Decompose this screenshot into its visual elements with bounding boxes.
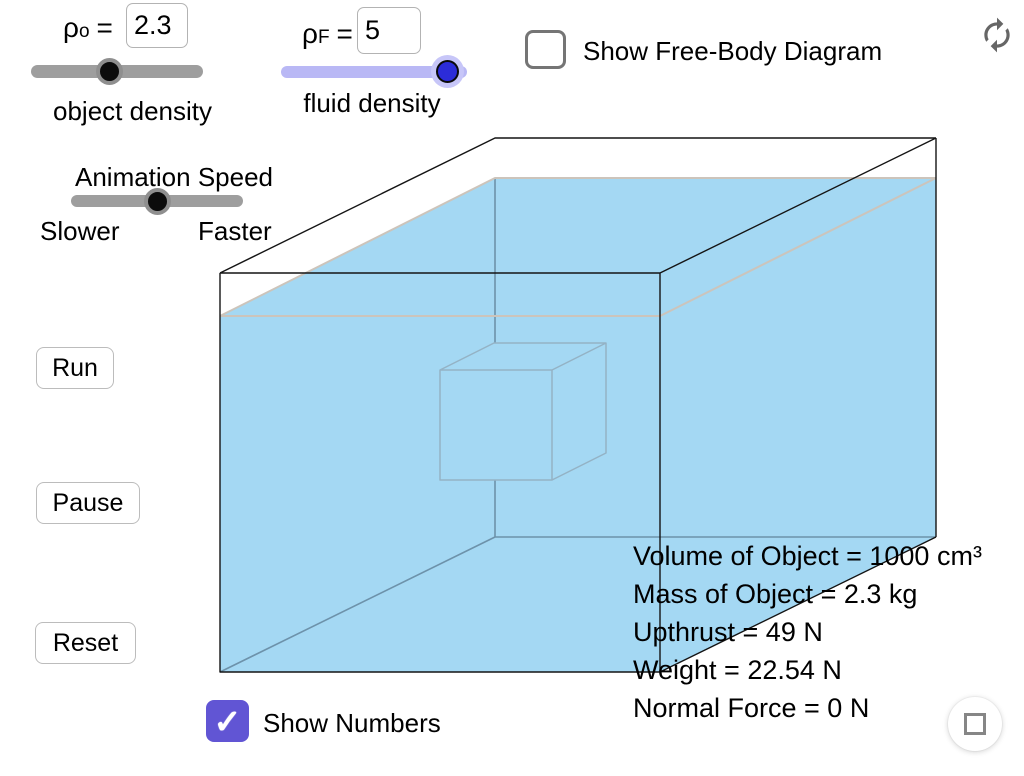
- cube-edges: [439, 342, 607, 481]
- cube-silhouette: [440, 343, 606, 480]
- water-surface-lines: [219, 177, 937, 317]
- readout-mass: Mass of Object = 2.3 kg: [633, 579, 918, 609]
- show-numbers-checkbox[interactable]: ✓: [206, 700, 249, 742]
- rho-symbol: ρ: [302, 18, 318, 49]
- equals-sign: =: [336, 18, 353, 49]
- faster-label: Faster: [198, 216, 272, 246]
- readout-normal-force: Normal Force = 0 N: [633, 693, 870, 723]
- animation-speed-slider-knob[interactable]: [144, 188, 171, 215]
- readout-upthrust: Upthrust = 49 N: [633, 617, 823, 647]
- object-density-caption: object density: [53, 96, 212, 126]
- reset-button[interactable]: Reset: [35, 622, 136, 664]
- slower-label: Slower: [40, 216, 120, 246]
- water-right-face: [660, 178, 936, 672]
- water-top-surface: [220, 178, 936, 316]
- object-density-slider-knob[interactable]: [96, 58, 123, 85]
- physics-readout: Volume of Object = 1000 cm³ Mass of Obje…: [633, 537, 982, 727]
- run-button[interactable]: Run: [36, 347, 114, 389]
- fluid-density-slider-knob[interactable]: [436, 60, 459, 83]
- refresh-icon[interactable]: [978, 16, 1016, 54]
- fullscreen-icon: [964, 713, 986, 735]
- object-density-input[interactable]: [126, 3, 188, 48]
- fluid-density-slider-track[interactable]: [281, 66, 467, 78]
- submerged-cube[interactable]: [439, 342, 607, 481]
- fluid-density-input[interactable]: [357, 7, 421, 54]
- show-free-body-checkbox[interactable]: [525, 30, 566, 69]
- show-free-body-label: Show Free-Body Diagram: [583, 36, 883, 66]
- rho-symbol: ρ: [63, 12, 79, 43]
- pause-button[interactable]: Pause: [36, 482, 140, 524]
- tank-outline: [219, 137, 937, 673]
- readout-weight: Weight = 22.54 N: [633, 655, 842, 685]
- equals-sign: =: [96, 12, 113, 43]
- rho-f-subscript: F: [317, 27, 330, 48]
- rho-o-subscript: o: [78, 21, 90, 42]
- animation-speed-title: Animation Speed: [74, 162, 274, 192]
- fluid-density-caption: fluid density: [303, 88, 441, 118]
- readout-volume: Volume of Object = 1000 cm³: [633, 541, 982, 571]
- fullscreen-button[interactable]: [948, 697, 1002, 751]
- checkmark-icon: ✓: [213, 702, 242, 740]
- show-numbers-label: Show Numbers: [263, 708, 441, 738]
